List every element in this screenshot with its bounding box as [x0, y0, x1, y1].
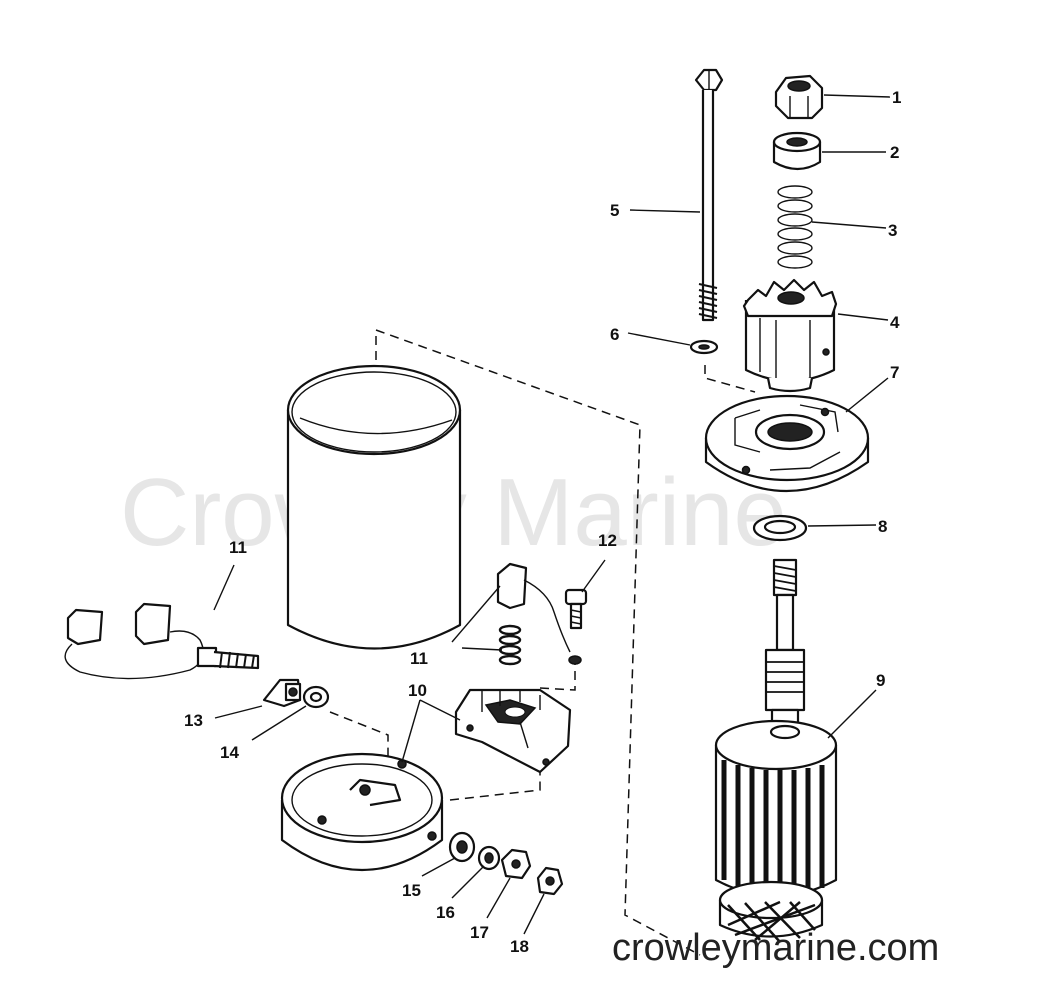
callout-1: 1 — [892, 88, 901, 107]
callout-13: 13 — [184, 711, 203, 730]
part-8-thrust-washer — [752, 514, 808, 542]
callout-14: 14 — [220, 743, 239, 762]
part-7-upper-end-cap — [704, 394, 870, 493]
part-3-spring — [777, 185, 813, 269]
callout-16: 16 — [436, 903, 455, 922]
part-15-flat-washer — [448, 831, 476, 863]
callout-4: 4 — [890, 313, 900, 332]
part-1-nut — [774, 74, 824, 120]
callout-3: 3 — [888, 221, 897, 240]
part-11-brushes-left — [64, 602, 260, 680]
part-16-lock-washer — [477, 845, 501, 871]
callout-10: 10 — [408, 681, 427, 700]
part-9-armature — [714, 558, 838, 943]
callout-6: 6 — [610, 325, 619, 344]
part-11-brush-spring-right — [496, 562, 582, 666]
callout-18: 18 — [510, 937, 529, 956]
motor-frame-housing — [286, 364, 462, 650]
part-14-washer — [302, 685, 330, 709]
callout-7: 7 — [890, 363, 899, 382]
callout-labels: 1 2 3 4 5 6 7 8 9 10 11 11 12 13 14 15 1… — [184, 88, 901, 956]
part-6-lock-washer — [689, 339, 719, 355]
watermark-url: crowleymarine.com — [612, 927, 939, 969]
part-18-nut — [536, 866, 564, 896]
callout-5: 5 — [610, 201, 619, 220]
callout-8: 8 — [878, 517, 887, 536]
part-12-screw — [564, 588, 588, 630]
part-2-spacer — [772, 131, 822, 171]
callout-11-right: 11 — [410, 649, 428, 668]
callout-leaders — [213, 94, 891, 935]
part-13-terminal-bracket — [262, 678, 302, 708]
part-5-through-bolt — [694, 68, 724, 322]
callout-9: 9 — [876, 671, 885, 690]
callout-12: 12 — [598, 531, 617, 550]
part-10-brush-holder — [454, 688, 572, 774]
callout-2: 2 — [890, 143, 899, 162]
lower-end-cap — [280, 752, 444, 872]
callout-17: 17 — [470, 923, 489, 942]
callout-15: 15 — [402, 881, 421, 900]
part-4-drive-pinion — [742, 278, 838, 393]
part-17-nut — [500, 848, 532, 880]
callout-11-left: 11 — [229, 538, 247, 557]
